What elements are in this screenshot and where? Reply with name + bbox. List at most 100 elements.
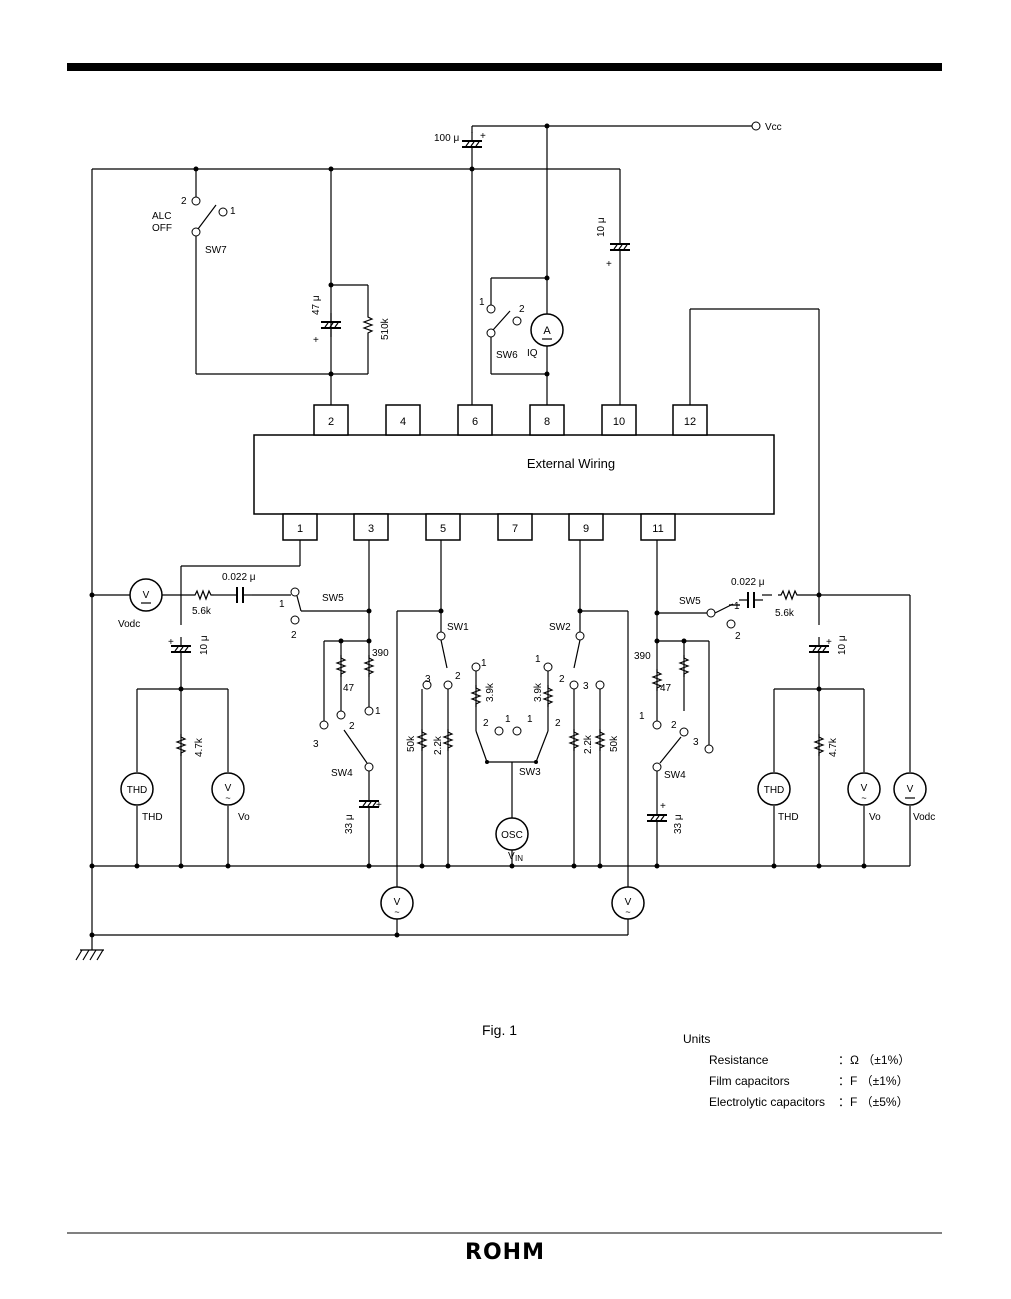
capacitor-47u: 47 μ + bbox=[311, 295, 342, 346]
capacitor-10u-top: 10 μ + bbox=[596, 217, 631, 270]
svg-text:THD: THD bbox=[764, 785, 785, 796]
svg-text:3: 3 bbox=[693, 737, 699, 748]
svg-text:OFF: OFF bbox=[152, 223, 172, 234]
svg-text:Vcc: Vcc bbox=[765, 122, 782, 133]
svg-text:Vodc: Vodc bbox=[118, 619, 140, 630]
svg-text:47: 47 bbox=[660, 683, 672, 694]
svg-text:1: 1 bbox=[734, 601, 740, 612]
pin-8 bbox=[529, 404, 565, 436]
resistor-5.6k-right: 5.6k bbox=[775, 590, 801, 619]
svg-text:~: ~ bbox=[394, 907, 399, 917]
switch-sw3: 3.9k 3.9k 1 1 2 1 1 2 SW3 bbox=[471, 654, 561, 778]
svg-text:1: 1 bbox=[639, 711, 645, 722]
svg-text:A: A bbox=[543, 325, 551, 337]
svg-text:3: 3 bbox=[583, 681, 589, 692]
svg-text:510k: 510k bbox=[380, 317, 391, 340]
pin-9 bbox=[568, 513, 604, 541]
svg-text:5.6k: 5.6k bbox=[192, 606, 212, 617]
capacitor-0.022u-right: 0.022 μ bbox=[731, 577, 765, 609]
capacitor-100u: 100 μ + bbox=[434, 131, 486, 157]
resistor-390-left: 390 bbox=[364, 648, 389, 678]
svg-text:2: 2 bbox=[735, 631, 741, 642]
svg-text:1: 1 bbox=[479, 297, 485, 308]
svg-text:SW4: SW4 bbox=[331, 768, 353, 779]
svg-text:1: 1 bbox=[279, 599, 285, 610]
pin-4 bbox=[385, 404, 421, 436]
svg-text:V: V bbox=[225, 783, 232, 794]
pin-5 bbox=[425, 513, 461, 541]
svg-text:SW3: SW3 bbox=[519, 767, 541, 778]
svg-text:4.7k: 4.7k bbox=[828, 737, 839, 757]
svg-text:2: 2 bbox=[483, 718, 489, 729]
switch-sw2: SW2 2 3 bbox=[549, 622, 605, 692]
pin-10 bbox=[601, 404, 637, 436]
pin-label: 7 bbox=[512, 523, 518, 535]
svg-text:5.6k: 5.6k bbox=[775, 608, 795, 619]
svg-text:2: 2 bbox=[349, 721, 355, 732]
voltmeter-vo-right: V ~ Vo bbox=[847, 772, 881, 823]
svg-text:+: + bbox=[606, 259, 612, 270]
capacitor-33u-right: 33 μ + bbox=[646, 801, 684, 834]
svg-text:Vo: Vo bbox=[869, 812, 881, 823]
switch-sw1: SW1 3 2 bbox=[422, 622, 469, 690]
svg-text:0.022 μ: 0.022 μ bbox=[731, 577, 765, 588]
svg-text:1: 1 bbox=[535, 654, 541, 665]
svg-text:1: 1 bbox=[505, 714, 511, 725]
resistor-47-left: 47 bbox=[336, 654, 355, 694]
svg-text:47: 47 bbox=[343, 683, 355, 694]
resistor-2.2k-right: 2.2k bbox=[569, 728, 594, 754]
thd-meter-left: THD THD bbox=[120, 772, 163, 823]
voltmeter-input-right: V ~ bbox=[611, 886, 645, 920]
svg-text:Vodc: Vodc bbox=[913, 812, 935, 823]
svg-text:SW1: SW1 bbox=[447, 622, 469, 633]
svg-text:1: 1 bbox=[230, 206, 236, 217]
svg-text:SW7: SW7 bbox=[205, 245, 227, 256]
svg-text:3: 3 bbox=[425, 674, 431, 685]
capacitor-33u-left: 33 μ + bbox=[344, 791, 382, 834]
svg-text:V: V bbox=[394, 897, 401, 908]
resistor-2.2k-left: 2.2k bbox=[433, 728, 453, 755]
capacitor-0.022u-left: 0.022 μ bbox=[222, 572, 256, 604]
svg-text:0.022 μ: 0.022 μ bbox=[222, 572, 256, 583]
resistor-510k: 510k bbox=[363, 313, 391, 340]
switch-sw4-right: 1 2 3 SW4 bbox=[639, 711, 714, 781]
svg-text:V: V bbox=[907, 784, 914, 795]
svg-text:10 μ: 10 μ bbox=[199, 635, 210, 655]
svg-text:V: V bbox=[143, 590, 150, 601]
pin-label: 10 bbox=[613, 416, 625, 428]
svg-text:33 μ: 33 μ bbox=[673, 814, 684, 834]
svg-text:SW5: SW5 bbox=[679, 596, 701, 607]
resistor-5.6k-left: 5.6k bbox=[191, 590, 215, 617]
svg-text:2.2k: 2.2k bbox=[583, 734, 594, 754]
pin-label: 5 bbox=[440, 523, 446, 535]
svg-text:100 μ: 100 μ bbox=[434, 133, 459, 144]
svg-text:1: 1 bbox=[527, 714, 533, 725]
svg-text:V: V bbox=[861, 783, 868, 794]
pin-6 bbox=[457, 404, 493, 436]
pin-label: 9 bbox=[583, 523, 589, 535]
rohm-logo: ROHM bbox=[459, 1240, 551, 1265]
ammeter-icon: A IQ bbox=[527, 313, 564, 359]
svg-text:IN: IN bbox=[515, 854, 523, 863]
svg-text:IQ: IQ bbox=[527, 348, 538, 359]
pin-label: 6 bbox=[472, 416, 478, 428]
svg-text:+: + bbox=[376, 800, 382, 811]
svg-text:THD: THD bbox=[142, 812, 163, 823]
svg-text:~: ~ bbox=[861, 793, 866, 803]
svg-text:+: + bbox=[826, 637, 832, 648]
svg-text:V: V bbox=[508, 851, 515, 862]
figure-caption: Fig. 1 bbox=[482, 1022, 517, 1038]
pin-label: 3 bbox=[368, 523, 374, 535]
resistor-4.7k-right: 4.7k bbox=[814, 733, 839, 757]
svg-text:2: 2 bbox=[455, 671, 461, 682]
units-row-name: Resistance bbox=[709, 1053, 769, 1067]
svg-text:2: 2 bbox=[671, 720, 677, 731]
switch-sw4-left: 1 2 3 SW4 bbox=[313, 706, 381, 779]
resistor-390-right: 390 bbox=[634, 651, 662, 692]
ic-body bbox=[253, 434, 775, 515]
capacitor-10u-right: 10 μ + bbox=[808, 635, 848, 662]
voltmeter-vodc-left: V Vodc bbox=[118, 578, 163, 630]
svg-text:SW4: SW4 bbox=[664, 770, 686, 781]
svg-text:390: 390 bbox=[372, 648, 389, 659]
svg-text:V: V bbox=[625, 897, 632, 908]
